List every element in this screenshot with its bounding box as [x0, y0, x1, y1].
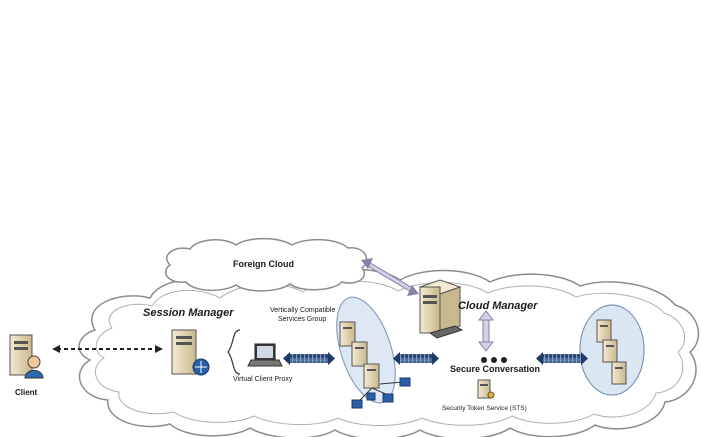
client-server-icon: [9, 334, 44, 379]
cloud-manager-server-icon: [418, 279, 464, 339]
foreign-cloud-link-arrow: [361, 258, 419, 296]
vertically-compatible-label-line2: Services Group: [278, 316, 327, 323]
sts-server-icon: [477, 379, 495, 399]
foreign-cloud-shape: [165, 237, 368, 292]
client-session-dotted-arrow: [52, 345, 163, 353]
session-manager-server-icon: [171, 329, 210, 376]
cloud-manager-label: Cloud Manager: [458, 300, 538, 312]
sts-label: Security Token Service (STS): [442, 405, 527, 412]
remote-group-servers: [596, 319, 627, 385]
foreign-cloud-label: Foreign Cloud: [233, 259, 294, 269]
services-group-servers: [339, 321, 380, 389]
client-label: Client: [15, 388, 38, 397]
service-nodes-icon: [351, 377, 411, 409]
ellipsis-dots: [481, 357, 507, 363]
vertically-compatible-label-line1: Vertically Compatible: [270, 307, 336, 314]
virtual-client-laptop-icon: [247, 343, 283, 367]
session-manager-label: Session Manager: [143, 307, 234, 319]
session-brace: [227, 329, 241, 375]
virtual-client-proxy-label: Virtual Client Proxy: [233, 376, 293, 383]
link-conversation-remote: [536, 352, 588, 365]
link-group-cloudmanager: [393, 352, 439, 365]
secure-conversation-label: Secure Conversation: [450, 364, 541, 374]
cloudmanager-conversation-arrow: [477, 310, 495, 352]
link-proxy-group: [283, 352, 335, 365]
